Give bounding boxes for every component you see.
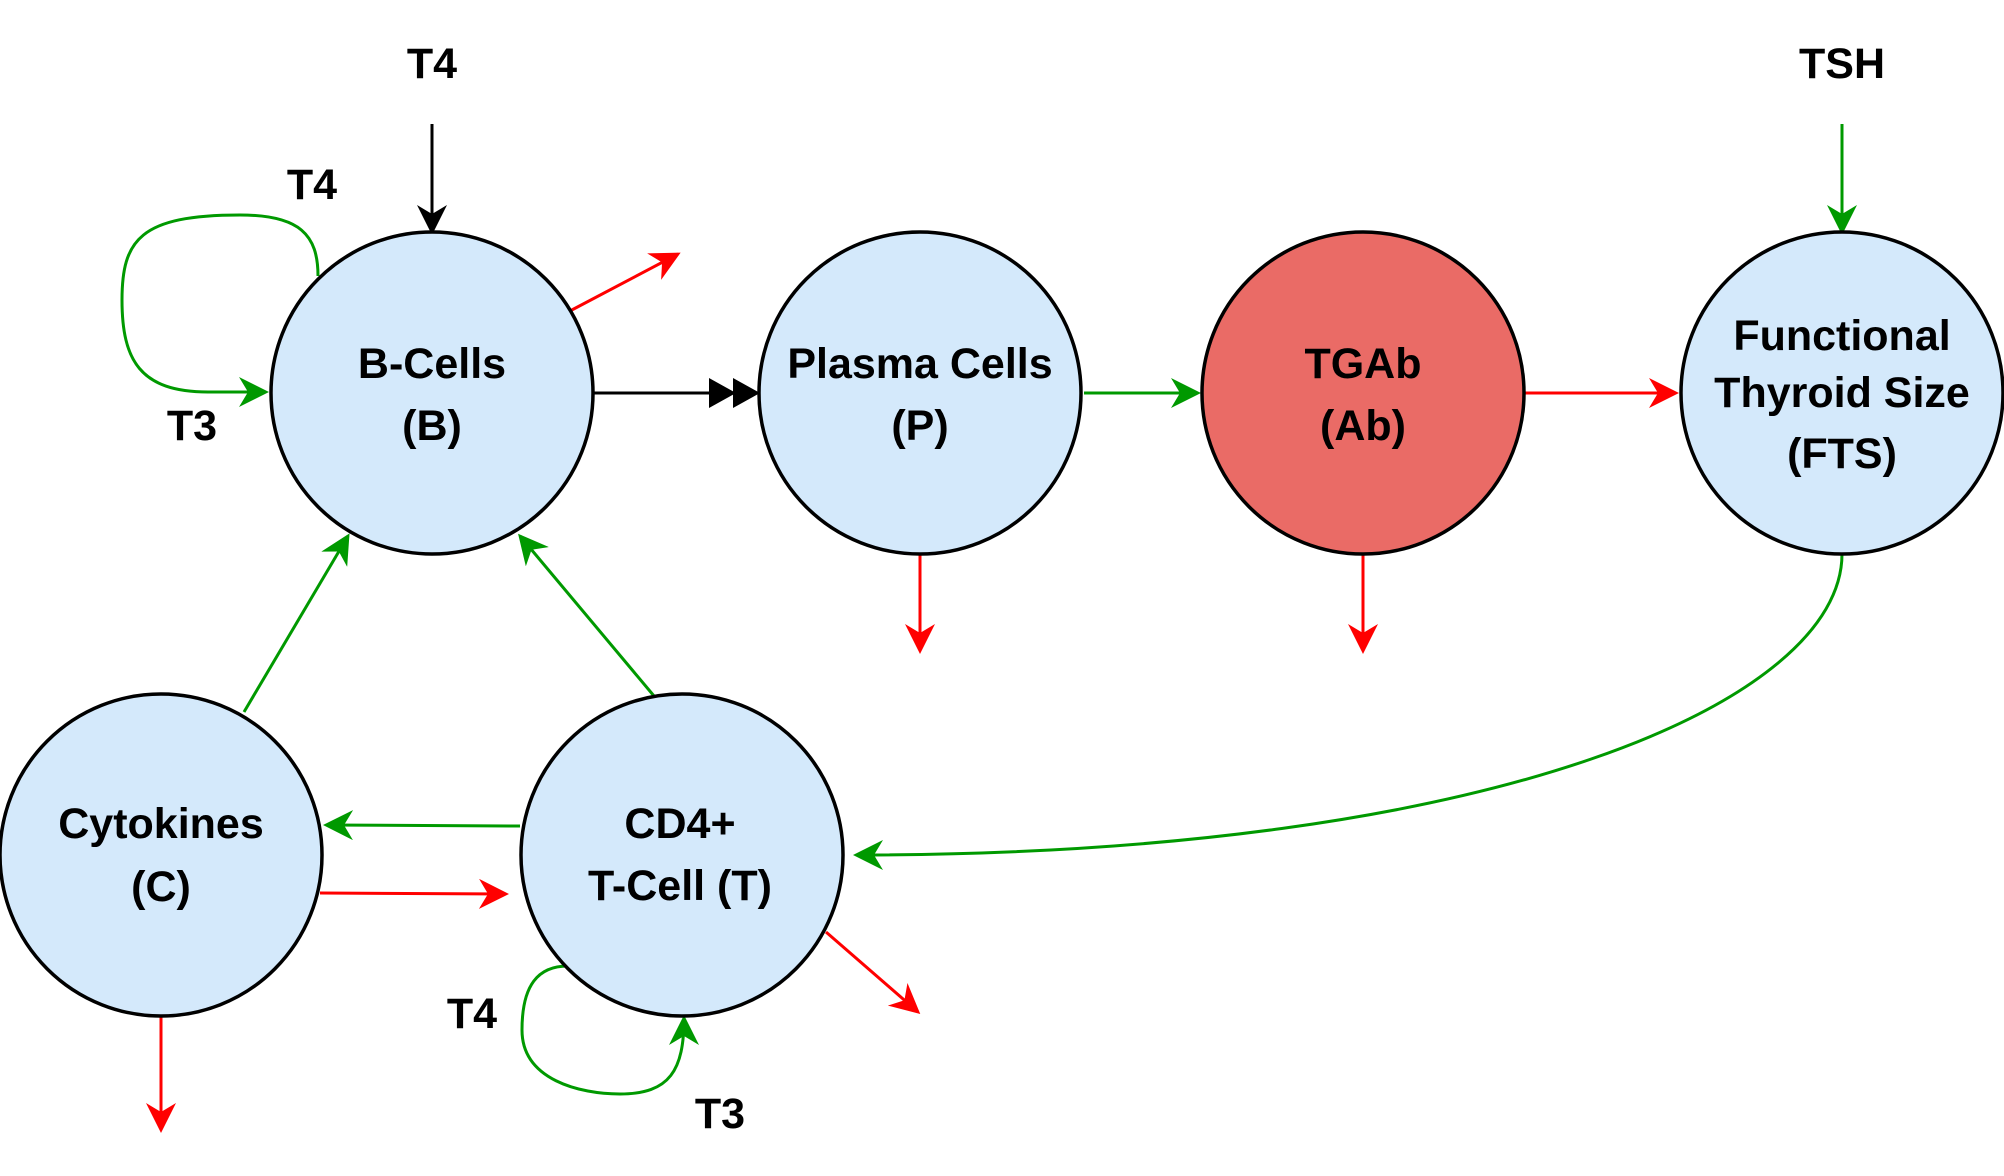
label-t4-b-loop: T4	[287, 161, 337, 209]
label-t4-t-loop: T4	[447, 990, 497, 1038]
node-plasma-cells-label: Plasma Cells	[787, 340, 1052, 388]
edge-cytokines-to-b	[242, 533, 350, 713]
node-fts-label-line1: Functional	[1733, 312, 1950, 360]
edge-fts-to-tcell	[853, 553, 1844, 870]
edge-b-removal	[567, 252, 681, 314]
node-tgab: TGAb (Ab)	[1200, 230, 1526, 556]
edge-b-self-loop	[120, 213, 320, 407]
node-b-cells-circle	[269, 230, 595, 556]
node-fts: Functional Thyroid Size (FTS)	[1679, 230, 2004, 556]
node-b-cells: B-Cells (B)	[269, 230, 595, 556]
node-plasma-cells-circle	[757, 230, 1083, 556]
node-cytokines-circle	[0, 692, 324, 1018]
edge-tcell-to-b	[518, 533, 656, 697]
edge-tcell-removal	[825, 930, 921, 1014]
label-tsh-top: TSH	[1799, 40, 1885, 88]
node-t-cell: CD4+ T-Cell (T)	[519, 692, 845, 1018]
node-cytokines: Cytokines (C)	[0, 692, 324, 1018]
node-plasma-cells-abbrev: (P)	[891, 402, 948, 450]
label-t3-b-loop: T3	[167, 402, 217, 450]
node-t-cell-label: CD4+	[624, 800, 735, 848]
label-t4-top: T4	[407, 40, 457, 88]
node-tgab-label: TGAb	[1304, 340, 1421, 388]
node-cytokines-label: Cytokines	[58, 800, 264, 848]
node-plasma-cells: Plasma Cells (P)	[757, 230, 1083, 556]
node-fts-abbrev: (FTS)	[1787, 430, 1897, 478]
node-t-cell-circle	[519, 692, 845, 1018]
node-t-cell-abbrev: T-Cell (T)	[588, 862, 772, 910]
edge-cytokines-to-tcell	[319, 878, 509, 909]
node-cytokines-abbrev: (C)	[131, 863, 191, 911]
edge-tcell-self-loop	[520, 964, 699, 1096]
node-fts-label-line2: Thyroid Size	[1714, 369, 1970, 417]
node-tgab-circle	[1200, 230, 1526, 556]
edge-tcell-to-cytokines	[323, 810, 521, 841]
node-fts-circle	[1679, 230, 2004, 556]
node-b-cells-abbrev: (B)	[402, 402, 462, 450]
node-b-cells-label: B-Cells	[358, 340, 506, 388]
label-t3-t-loop: T3	[695, 1090, 745, 1138]
node-tgab-abbrev: (Ab)	[1320, 402, 1406, 450]
